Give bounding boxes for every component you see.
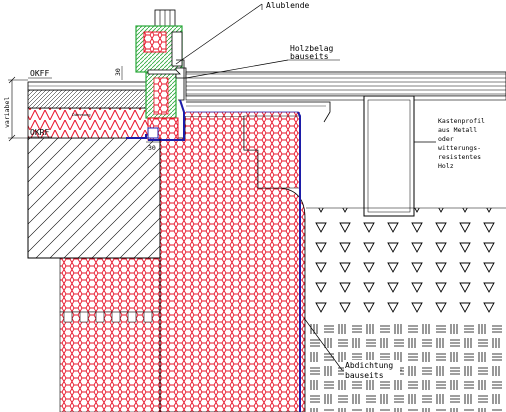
waterproofing-membrane xyxy=(126,99,301,412)
box-profile xyxy=(363,95,415,217)
dimension-30-bottom: 30 xyxy=(148,144,156,152)
floor-insulation-layer: Dämmung xyxy=(27,107,149,139)
holzbelag-label-line1: Holzbelag xyxy=(290,44,334,53)
holzbelag-label-line2: bauseits xyxy=(290,52,329,61)
kasten-label-line6: Holz xyxy=(438,162,454,170)
kasten-label-line3: oder xyxy=(438,135,454,143)
drip-sheet xyxy=(186,101,331,123)
perimeter-insulation xyxy=(159,112,306,412)
soil-layer xyxy=(306,320,506,412)
abdichtung-label-line2: bauseits xyxy=(345,371,384,380)
abdichtung-label-line1: Abdichtung xyxy=(345,361,393,370)
kasten-label-line4: witterungs- xyxy=(438,144,481,152)
annotations: Alublende Holzbelag bauseits Kastenprofi… xyxy=(175,1,485,380)
kasten-label-line2: aus Metall xyxy=(438,126,477,134)
kasten-label-line1: Kastenprofil xyxy=(438,117,485,125)
alublende-label: Alublende xyxy=(266,1,310,10)
gravel-layer xyxy=(306,208,506,320)
dimension-marks: 30 30 xyxy=(114,66,160,152)
concrete-slab xyxy=(27,137,161,259)
window-frame xyxy=(135,9,187,141)
drawing-outlines xyxy=(28,138,506,412)
dimension-30-top: 30 xyxy=(114,68,122,76)
foundation-insulation xyxy=(59,257,161,412)
okff-label: OKFF xyxy=(30,69,49,78)
wood-deck xyxy=(185,71,506,101)
screed-layer xyxy=(27,81,149,109)
okrf-label: OKRF xyxy=(30,128,49,137)
level-markers: variabel OKFF OKRF xyxy=(3,69,52,142)
kasten-label-line5: resistentes xyxy=(438,153,481,161)
variabel-label: variabel xyxy=(3,97,11,128)
insulation-note: Dämmung xyxy=(72,112,90,117)
